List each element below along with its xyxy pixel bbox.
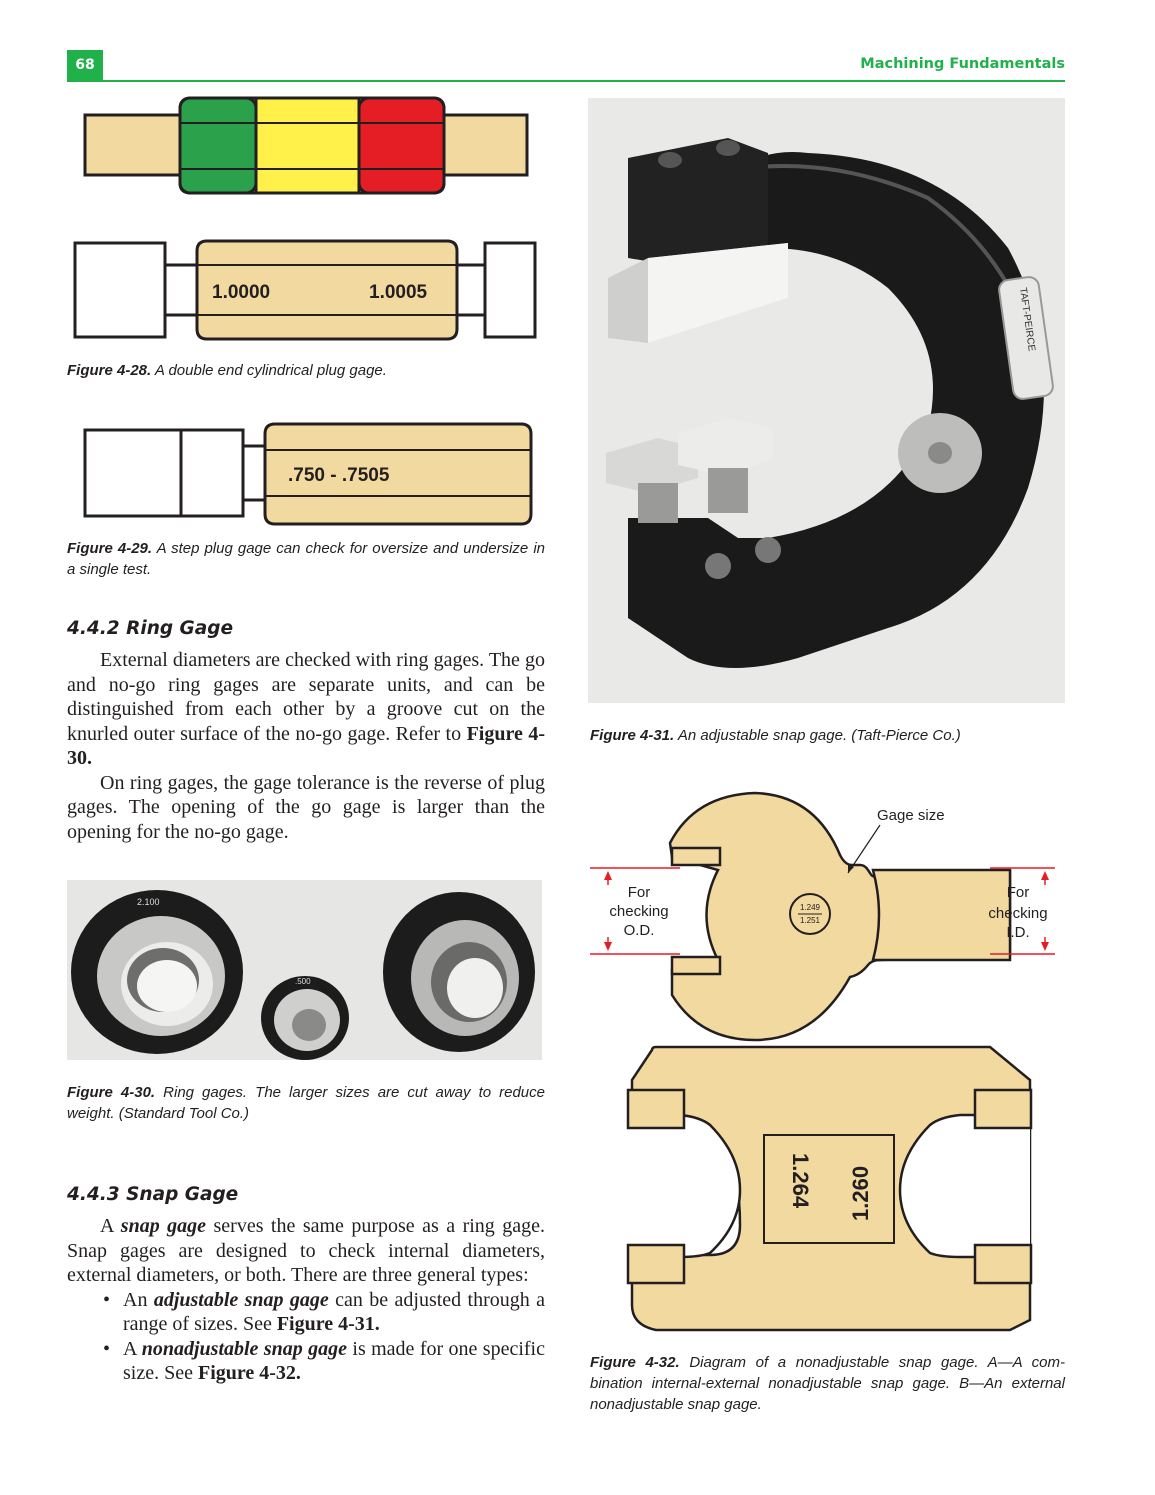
plug-end-right bbox=[440, 113, 529, 177]
outline-end-left bbox=[73, 241, 167, 339]
external-jaw bbox=[626, 1243, 686, 1285]
caption-text: An adjustable snap gage. (Taft-Pierce Co… bbox=[677, 727, 961, 744]
paragraph: On ring gages, the gage tolerance is the… bbox=[67, 771, 545, 843]
id-label-line: For bbox=[1007, 884, 1030, 901]
figure-4-32-caption: Figure 4-32. Diagram of a nonadjustable … bbox=[590, 1352, 1065, 1415]
figure-reference: Figure 4-32. bbox=[197, 1362, 301, 1384]
external-jaw bbox=[626, 1088, 686, 1130]
figure-4-28-caption: Figure 4-28. A double end cylindrical pl… bbox=[67, 360, 545, 381]
key-term: nonadjustable snap gage bbox=[141, 1337, 347, 1360]
id-plug bbox=[871, 868, 1012, 962]
figure-4-31-caption: Figure 4-31. An adjustable snap gage. (T… bbox=[590, 725, 1065, 746]
figure-label: Figure 4-30. bbox=[67, 1084, 156, 1101]
paragraph: A snap gage serves the same purpose as a… bbox=[67, 1215, 545, 1286]
ring-gage-body: External diameters are checked with ring… bbox=[67, 648, 545, 844]
gage-size-label: Gage size bbox=[877, 807, 945, 824]
external-jaw bbox=[973, 1243, 1033, 1285]
tolerance-band bbox=[254, 96, 361, 195]
caption-text: A step plug gage can check for oversize … bbox=[67, 540, 545, 578]
size-top-label: 1.249 bbox=[800, 903, 821, 912]
figure-4-30-photo: 2.100 .500 bbox=[67, 880, 542, 1060]
caption-text: A double end cylindrical plug gage. bbox=[154, 362, 387, 379]
caption-text: Diagram of a nonadjustable snap gage. A—… bbox=[590, 1354, 1065, 1413]
figure-label: Figure 4-31. bbox=[590, 727, 675, 744]
size-go-label: 1.0000 bbox=[212, 282, 270, 303]
plug-end-left bbox=[83, 113, 182, 177]
outline-end-right bbox=[483, 241, 537, 339]
page-number: 68 bbox=[67, 50, 103, 80]
paragraph: External diameters are checked with ring… bbox=[67, 649, 545, 770]
od-label-line: checking bbox=[609, 903, 668, 920]
ring-size-label: 2.100 bbox=[137, 897, 160, 907]
go-band bbox=[178, 96, 258, 195]
figure-label: Figure 4-28. bbox=[67, 362, 152, 379]
external-jaw bbox=[973, 1088, 1033, 1130]
running-head: Machining Fundamentals bbox=[860, 56, 1065, 72]
figure-4-32-diagram: 1.249 1.251 Gage size For checking O.D. … bbox=[590, 791, 1055, 1332]
external-size-label: 1.264 bbox=[788, 1153, 813, 1209]
section-heading-ring-gage: 4.4.2 Ring Gage bbox=[67, 618, 234, 639]
nogo-band bbox=[357, 96, 446, 195]
size-range-label: .750 - .7505 bbox=[288, 465, 390, 486]
figure-4-28-illustration: 1.0000 1.0005 bbox=[73, 96, 537, 341]
figure-reference: Figure 4-30. bbox=[67, 722, 545, 770]
id-label-line: I.D. bbox=[1006, 924, 1029, 941]
figure-label: Figure 4-29. bbox=[67, 540, 153, 557]
caption-text: Ring gages. The larger sizes are cut awa… bbox=[67, 1084, 545, 1122]
key-term: snap gage bbox=[120, 1215, 207, 1237]
snap-gage-types-list: An adjustable snap gage can be adjusted … bbox=[67, 1288, 545, 1386]
header-rule bbox=[67, 80, 1065, 82]
od-jaw-bottom bbox=[670, 955, 722, 976]
size-nogo-label: 1.0005 bbox=[369, 282, 428, 303]
size-bottom-label: 1.251 bbox=[800, 916, 821, 925]
od-label-line: O.D. bbox=[624, 922, 655, 939]
od-jaw-top bbox=[670, 846, 722, 867]
section-heading-snap-gage: 4.4.3 Snap Gage bbox=[67, 1184, 239, 1205]
figure-reference: Figure 4-31. bbox=[276, 1313, 380, 1335]
key-term: adjustable snap gage bbox=[153, 1288, 329, 1311]
ring-size-label: .500 bbox=[295, 977, 311, 986]
external-size-label: 1.260 bbox=[848, 1166, 873, 1221]
list-item: A nonadjustable snap gage is made for on… bbox=[67, 1337, 545, 1386]
figure-4-31-photo: TAFT-PEIRCE bbox=[588, 98, 1065, 703]
id-label-line: checking bbox=[988, 905, 1047, 922]
snap-gage-body: A snap gage serves the same purpose as a… bbox=[67, 1214, 545, 1386]
size-plate bbox=[763, 1134, 895, 1244]
figure-4-29-illustration: .750 - .7505 bbox=[83, 422, 533, 526]
figure-label: Figure 4-32. bbox=[590, 1354, 680, 1371]
figure-4-30-caption: Figure 4-30. Ring gages. The larger size… bbox=[67, 1082, 545, 1124]
list-item: An adjustable snap gage can be adjusted … bbox=[67, 1288, 545, 1337]
figure-4-29-caption: Figure 4-29. A step plug gage can check … bbox=[67, 538, 545, 580]
od-label-line: For bbox=[628, 884, 651, 901]
